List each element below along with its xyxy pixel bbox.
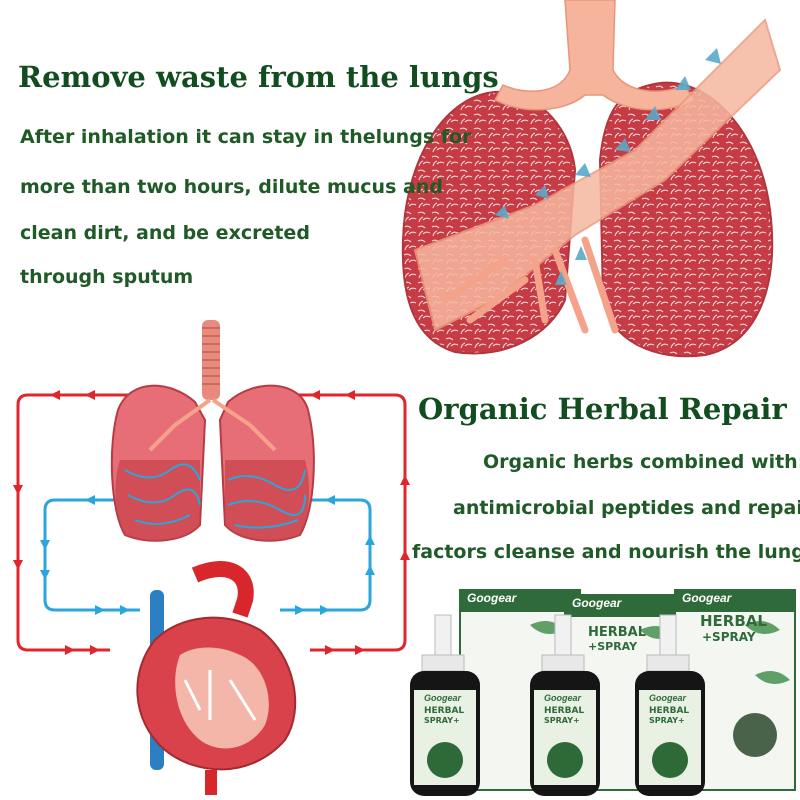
windpipe [202, 320, 220, 400]
section1-line-2: more than two hours, dilute mucus and [20, 176, 443, 198]
bottle-name-2b: SPRAY+ [544, 716, 580, 725]
red-circulation-loop [16, 393, 407, 652]
heading-remove-waste: Remove waste from the lungs [18, 60, 499, 94]
box-brand-3: Googear [682, 591, 732, 605]
bottle-name-1a: HERBAL [424, 706, 465, 716]
bottle-brand-3: Googear [649, 693, 687, 703]
box-name-2-line2: +SPRAY [588, 640, 638, 653]
heading-organic-herbal-repair: Organic Herbal Repair [418, 392, 787, 426]
bottle-brand-2: Googear [544, 693, 582, 703]
section1-line-3: clean dirt, and be excreted [20, 222, 310, 244]
box-name-3-line2: +SPRAY [702, 630, 756, 644]
airway-channel [413, 18, 782, 332]
spray-bottle-3 [635, 614, 705, 796]
box-name-2-line1: HERBAL [588, 625, 647, 640]
trachea [493, 0, 695, 111]
section2-line-3: factors cleanse and nourish the lungs [412, 541, 800, 563]
blue-circulation-loop [43, 498, 372, 612]
box-brand-1: Googear [467, 591, 517, 605]
lung-airway-illustration [401, 0, 782, 358]
lung-heart-circulation-diagram [13, 320, 410, 795]
bottle-name-2a: HERBAL [544, 706, 585, 716]
heart-illustration [136, 561, 297, 795]
bottle-name-1b: SPRAY+ [424, 716, 460, 725]
section2-line-2: antimicrobial peptides and repair [453, 497, 800, 519]
section1-line-4: through sputum [20, 266, 194, 288]
box-brand-2: Googear [572, 596, 622, 610]
bottle-name-3a: HERBAL [649, 706, 690, 716]
spray-bottle-2 [530, 614, 600, 796]
bottle-name-3b: SPRAY+ [649, 716, 685, 725]
bottle-brand-1: Googear [424, 693, 462, 703]
section2-line-1: Organic herbs combined with: [483, 451, 800, 473]
product-box-3 [674, 589, 796, 791]
box-name-3-line1: HERBAL [700, 612, 767, 630]
product-image [410, 589, 796, 796]
spray-bottle-1 [410, 614, 480, 796]
section1-line-1: After inhalation it can stay in thelungs… [20, 126, 472, 148]
